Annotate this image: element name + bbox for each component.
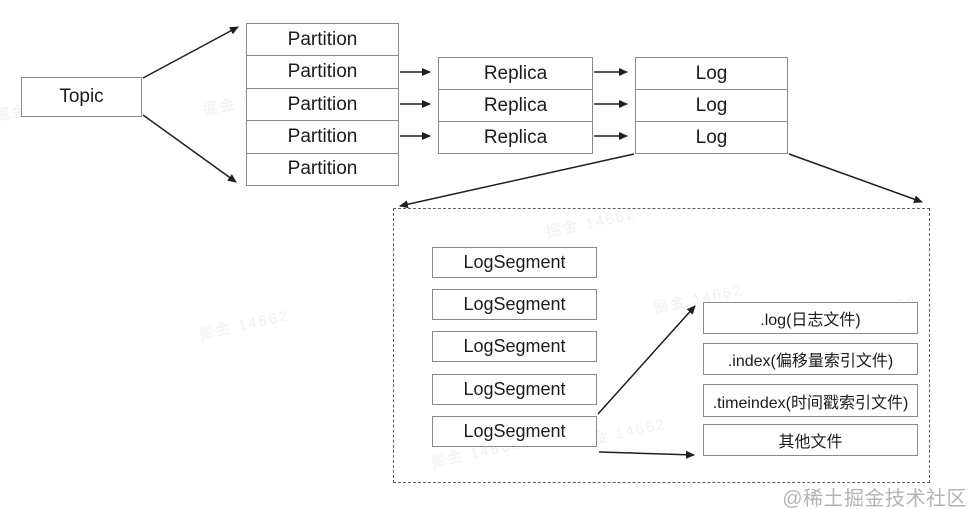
arrow-topic-to-partition-top (142, 26, 239, 79)
log-detail-dashed-container (393, 208, 930, 483)
segment-file-box-log: .log(日志文件) (703, 302, 918, 334)
segment-file-box-other: 其他文件 (703, 424, 918, 456)
segment-file-box-index: .index(偏移量索引文件) (703, 343, 918, 375)
partition-row: Partition (247, 152, 398, 185)
log-row: Log (695, 62, 728, 84)
credit-watermark: @稀土掘金技术社区 (782, 488, 967, 509)
arrow-log-to-dashed-right (788, 153, 923, 204)
logsegment-box: LogSegment (432, 247, 597, 278)
logsegment-box: LogSegment (432, 416, 597, 447)
partition-stack: Partition Partition Partition Partition … (246, 23, 399, 186)
topic-box: Topic (21, 77, 142, 117)
replica-stack: Replica Replica Replica (438, 57, 593, 154)
segment-file-box-timeindex: .timeindex(时间戳索引文件) (703, 384, 918, 417)
arrow-log-to-dashed-left (399, 153, 635, 209)
logsegment-box: LogSegment (432, 374, 597, 405)
logsegment-box: LogSegment (432, 289, 597, 320)
logsegment-box: LogSegment (432, 331, 597, 362)
log-stack: Log Log Log (635, 57, 788, 154)
partition-row: Partition (247, 120, 398, 152)
partition-row: Partition (247, 55, 398, 87)
log-row: Log (636, 121, 787, 153)
replica-row: Replica (439, 89, 592, 121)
replica-row: Replica (439, 121, 592, 153)
log-row: Log (636, 89, 787, 121)
replica-row: Replica (483, 62, 548, 84)
arrow-segment-to-log-file (597, 305, 696, 415)
arrow-topic-to-partition-bottom (142, 114, 237, 183)
partition-row: Partition (247, 87, 398, 120)
partition-row: Partition (287, 28, 358, 50)
arrow-segment-to-other-files (598, 450, 695, 459)
